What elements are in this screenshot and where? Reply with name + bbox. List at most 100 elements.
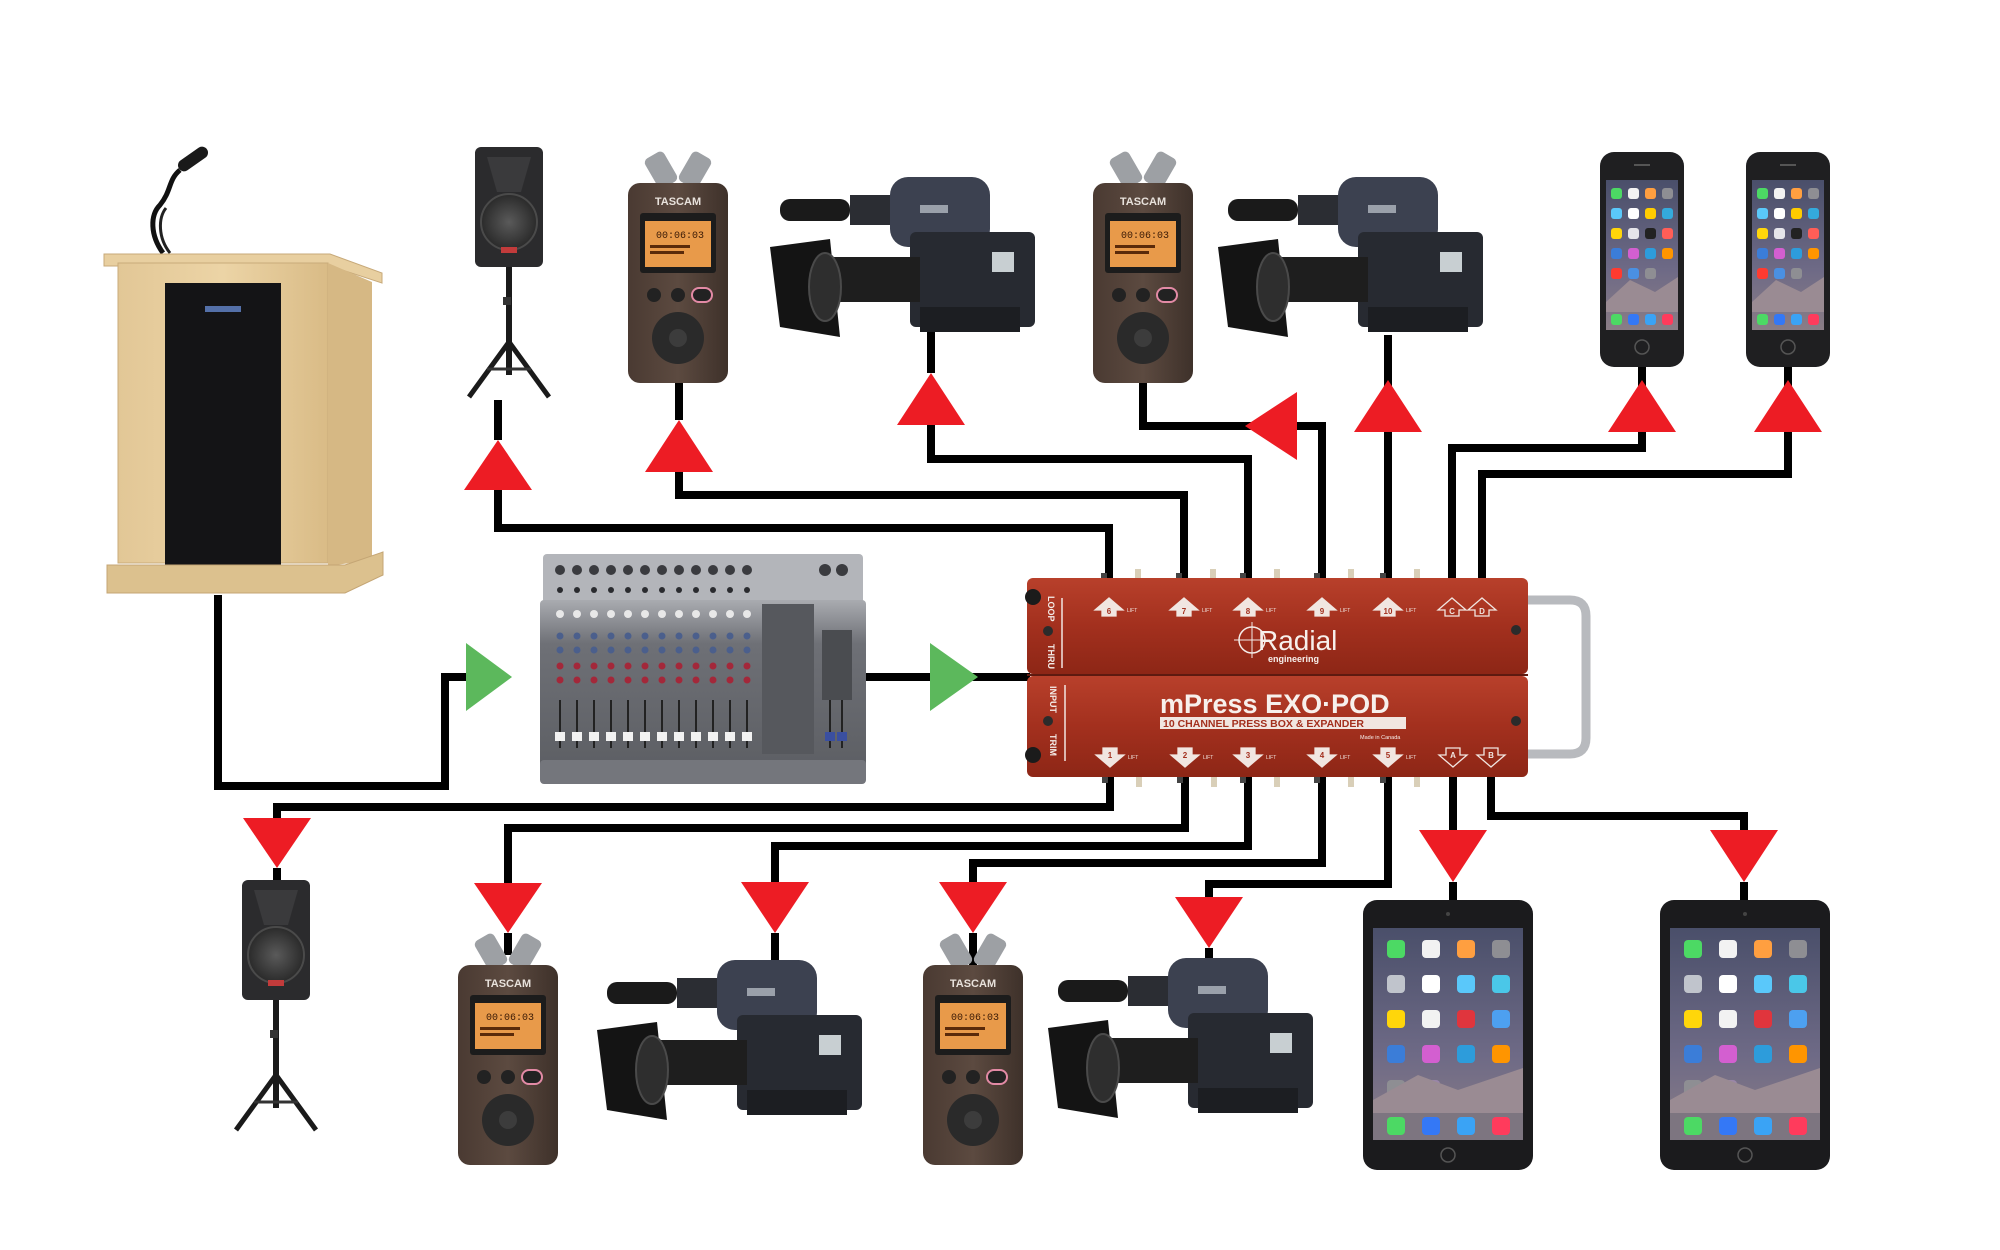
- mixer-fader-track: [576, 700, 578, 748]
- mixer-main-fader-cap: [825, 732, 835, 741]
- mixer-eq-knob: [726, 646, 734, 654]
- camera-base: [1368, 307, 1468, 332]
- mixer-line-input: [557, 587, 563, 593]
- mixer-front-lip: [540, 760, 866, 784]
- hub-jack: [1176, 573, 1182, 579]
- recorder-level-meter: [650, 251, 684, 254]
- camera-lcd: [819, 1035, 841, 1055]
- mixer-fader-cap: [623, 732, 633, 741]
- phone-dock-icon: [1757, 314, 1768, 325]
- hub-brand: Radial: [1258, 625, 1337, 656]
- mixer-fader-track: [610, 700, 612, 748]
- hub-port-label: C: [1449, 607, 1455, 616]
- mixer-xlr-input: [725, 565, 735, 575]
- phone-wallpaper-mountain: [1606, 277, 1678, 312]
- arrow-up-icon-camera-top-1: [897, 373, 965, 425]
- mixer-aux-knob: [573, 662, 581, 670]
- tablet-app-icon: [1719, 1010, 1737, 1028]
- phone-app-icon: [1757, 188, 1768, 199]
- recorder-time: 00:06:03: [656, 231, 704, 242]
- camera-base: [920, 307, 1020, 332]
- phone-2: [1746, 152, 1830, 367]
- phone-app-icon: [1757, 268, 1768, 279]
- tablet-app-icon: [1684, 940, 1702, 958]
- hub-device: LOOP THRU INPUT TRIM Radial engineering …: [1025, 569, 1591, 787]
- phone-app-icon: [1808, 248, 1819, 259]
- hub-ground-lift-switch: [1136, 777, 1142, 787]
- tablet-2: [1660, 900, 1830, 1170]
- hub-ground-lift-switch: [1348, 569, 1354, 579]
- tablet-dock-icon: [1387, 1117, 1405, 1135]
- arrow-down-icon-speaker-bottom: [243, 818, 311, 868]
- tablet-dock-icon: [1457, 1117, 1475, 1135]
- phone-app-icon: [1645, 228, 1656, 239]
- phone-app-icon: [1808, 228, 1819, 239]
- recorder-dpad-center: [669, 329, 687, 347]
- mixer-fader-track: [661, 700, 663, 748]
- podium-side: [328, 263, 372, 566]
- recorder-dpad-center: [1134, 329, 1152, 347]
- camera-shotgun-mic: [1058, 980, 1128, 1002]
- mixer-eq-knob: [709, 632, 717, 640]
- speaker-badge: [268, 980, 284, 986]
- mixer-gain-knob: [573, 610, 581, 618]
- mixer-xlr-input: [623, 565, 633, 575]
- recorder-mic-right: [973, 933, 1007, 971]
- tablet-camera: [1446, 912, 1450, 916]
- hub-lift-label: LIFT: [1128, 755, 1138, 761]
- mixer-fader-track: [559, 700, 561, 748]
- hub-lift-label: LIFT: [1266, 608, 1276, 614]
- camera-viewfinder-label: [1368, 205, 1396, 213]
- phone-dock-icon: [1628, 314, 1639, 325]
- mixer-line-input: [659, 587, 665, 593]
- recorder-time: 00:06:03: [1121, 231, 1169, 242]
- mixer-xlr-input: [657, 565, 667, 575]
- hub-port-up-arrow-icon: [1168, 597, 1200, 617]
- arrows: [243, 373, 1822, 948]
- recorder-screen: [1110, 221, 1176, 267]
- hub-port-label: 9: [1320, 607, 1325, 616]
- mixer-fader-track: [746, 700, 748, 748]
- tablet-home-button: [1440, 1147, 1456, 1163]
- mixer-eq-knob: [743, 632, 751, 640]
- tablet-app-icon: [1422, 1010, 1440, 1028]
- hub-ground-lift-switch: [1414, 777, 1420, 787]
- devices: TASCAM00:06:03TASCAM00:06:03TASCAM00:06:…: [233, 147, 1830, 1170]
- hub-lift-label: LIFT: [1203, 755, 1213, 761]
- mixer-aux-knob: [675, 676, 683, 684]
- hub-screw-bl: [1043, 716, 1053, 726]
- camera-lens-glass: [1256, 252, 1290, 322]
- speaker-stand-clamp: [503, 297, 511, 305]
- phone-app-icon: [1808, 208, 1819, 219]
- cables: [214, 330, 1792, 968]
- mixer-gain-knob: [607, 610, 615, 618]
- mixer-fader-cap: [742, 732, 752, 741]
- phone-app-icon: [1611, 248, 1622, 259]
- mixer-line-input: [693, 587, 699, 593]
- recorder-mic-left: [474, 933, 508, 971]
- phone-dock-icon: [1791, 314, 1802, 325]
- mixer-aux-knob: [743, 676, 751, 684]
- recorder-play-button: [966, 1070, 980, 1084]
- phone-app-icon: [1628, 248, 1639, 259]
- speaker-horn: [254, 890, 298, 925]
- camera-lcd: [1440, 252, 1462, 272]
- hub-label-loop: LOOP: [1046, 596, 1056, 622]
- tablet-wallpaper-mountain: [1373, 1068, 1523, 1115]
- mixer-fader-cap: [691, 732, 701, 741]
- microphone-gooseneck-2: [159, 207, 172, 254]
- speaker-badge: [501, 247, 517, 253]
- mixer-line-input: [710, 587, 716, 593]
- mixer-eq-knob: [743, 646, 751, 654]
- cable-out-9: [1139, 370, 1326, 580]
- mixer-aux-knob: [641, 662, 649, 670]
- camera-top-1: [770, 177, 1035, 337]
- mixer-aux-knob: [573, 676, 581, 684]
- mixer-aux-knob: [624, 676, 632, 684]
- camera-viewfinder-label: [920, 205, 948, 213]
- hub-label-input: INPUT: [1048, 686, 1058, 714]
- mixer-fader-cap: [674, 732, 684, 741]
- mixer-fader-track: [644, 700, 646, 748]
- mixer-aux-knob: [590, 662, 598, 670]
